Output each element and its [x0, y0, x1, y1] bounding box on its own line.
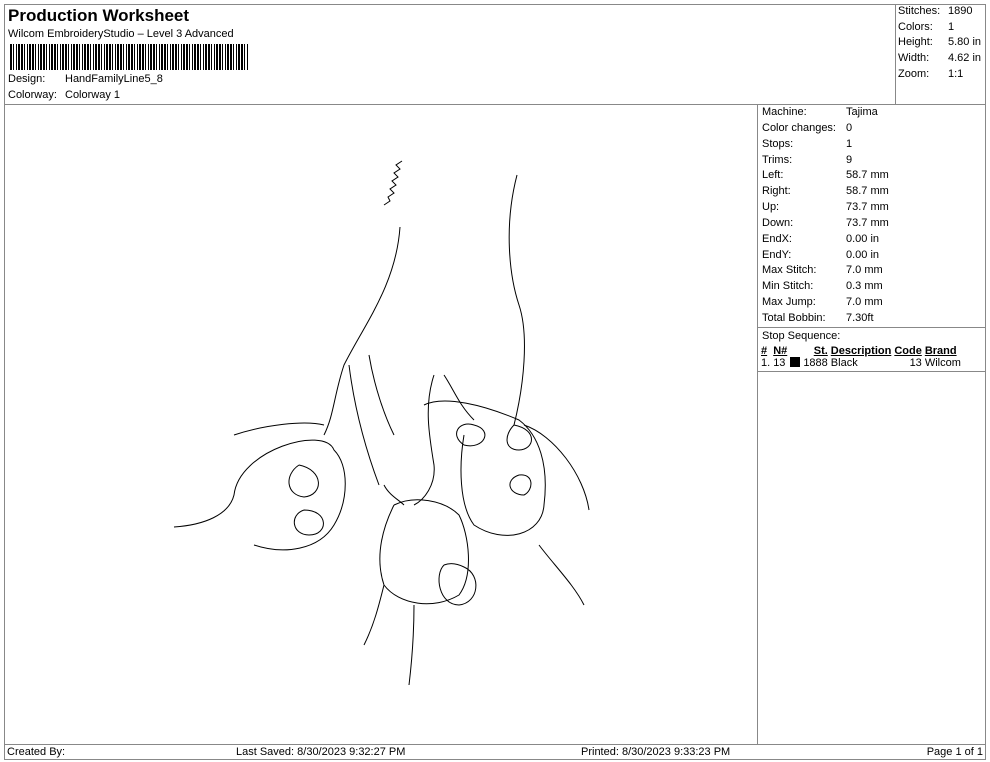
design-label: Design:	[8, 73, 46, 85]
stop-sequence: Stop Sequence: # N# St. Description Code…	[758, 326, 986, 372]
row-needle: 13	[773, 356, 786, 369]
detail-row: Max Jump: 7.0 mm	[758, 295, 986, 311]
detail-row: Min Stitch: 0.3 mm	[758, 279, 986, 295]
detail-label: Stops:	[762, 137, 794, 150]
created-by: Created By:	[7, 746, 66, 758]
stat-row: Colors: 1	[896, 20, 986, 36]
table-row: 1. 13 1888 Black 13 Wilcom	[761, 356, 964, 369]
detail-label: Total Bobbin:	[762, 311, 826, 324]
detail-label: Max Stitch:	[762, 264, 817, 277]
detail-row: Total Bobbin: 7.30ft	[758, 311, 986, 327]
stop-sequence-table: # N# St. Description Code Brand 1. 13 18…	[761, 345, 964, 369]
detail-label: Down:	[762, 216, 794, 229]
detail-label: Color changes:	[762, 121, 836, 134]
stat-row: Width: 4.62 in	[896, 51, 986, 67]
detail-row: Right: 58.7 mm	[758, 184, 986, 200]
design-preview	[4, 105, 758, 744]
colorway-label: Colorway:	[8, 89, 57, 101]
design-name: HandFamilyLine5_8	[65, 73, 163, 85]
detail-label: Trims:	[762, 153, 793, 166]
detail-row: Machine: Tajima	[758, 105, 986, 121]
detail-label: Max Jump:	[762, 296, 816, 309]
row-description: Black	[830, 356, 858, 369]
detail-label: Machine:	[762, 106, 807, 118]
colorway-name: Colorway 1	[65, 89, 121, 101]
row-num: 1.	[761, 356, 771, 369]
detail-value: 7.0 mm	[846, 296, 883, 309]
stat-row: Height: 5.80 in	[896, 35, 986, 51]
barcode	[10, 44, 248, 70]
footer: Created By: Last Saved: 8/30/2023 9:32:2…	[4, 744, 986, 760]
detail-label: Min Stitch:	[762, 280, 814, 293]
col-needle: N#	[773, 344, 788, 357]
color-swatch	[790, 356, 801, 367]
printed-date: Printed: 8/30/2023 9:33:23 PM	[581, 746, 731, 758]
page-title: Production Worksheet	[8, 6, 190, 25]
detail-value: 7.0 mm	[846, 264, 883, 277]
detail-value: 9	[846, 153, 853, 166]
col-num: #	[761, 344, 768, 357]
last-saved: Last Saved: 8/30/2023 9:32:27 PM	[236, 746, 406, 758]
detail-row: EndX: 0.00 in	[758, 232, 986, 248]
row-code: 13	[909, 356, 922, 369]
page-number: Page 1 of 1	[926, 746, 983, 758]
stats-box: Stitches: 1890 Colors: 1 Height: 5.80 in Wi…	[896, 4, 986, 105]
stat-value: 1	[948, 20, 955, 33]
stat-label: Height:	[898, 36, 933, 49]
detail-value: 58.7 mm	[846, 185, 889, 198]
detail-value: 0	[846, 121, 853, 134]
col-brand: Brand	[924, 344, 957, 357]
detail-row: Trims: 9	[758, 153, 986, 169]
table-header: # N# St. Description Code Brand	[761, 345, 964, 357]
worksheet-header: Production Worksheet Wilcom EmbroiderySt…	[4, 4, 896, 105]
stat-row: Zoom: 1:1	[896, 67, 986, 83]
worksheet-frame	[4, 4, 986, 760]
detail-value: 73.7 mm	[846, 201, 889, 214]
software-subtitle: Wilcom EmbroideryStudio – Level 3 Advanc…	[8, 28, 234, 40]
stat-label: Width:	[898, 52, 930, 65]
stat-value: 5.80 in	[948, 36, 982, 49]
stat-label: Colors:	[898, 20, 933, 33]
detail-label: EndX:	[762, 232, 792, 245]
detail-label: EndY:	[762, 248, 792, 261]
stat-label: Zoom:	[898, 67, 930, 80]
row-stitches: 1888	[803, 356, 828, 369]
detail-row: Stops: 1	[758, 137, 986, 153]
detail-value: 58.7 mm	[846, 169, 889, 182]
stat-row: Stitches: 1890	[896, 4, 986, 20]
detail-row: Left: 58.7 mm	[758, 168, 986, 184]
detail-value: 0.00 in	[846, 232, 880, 245]
detail-value: Tajima	[846, 106, 878, 118]
embroidery-design	[173, 160, 590, 686]
stop-sequence-label: Stop Sequence:	[762, 329, 841, 342]
detail-label: Right:	[762, 185, 791, 198]
stat-label: Stitches:	[898, 5, 941, 17]
stat-value: 1:1	[948, 67, 964, 80]
col-code: Code	[894, 344, 922, 357]
colorway-row: Colorway: Colorway 1	[8, 89, 120, 101]
detail-row: EndY: 0.00 in	[758, 248, 986, 264]
col-stitches: St.	[813, 344, 828, 357]
detail-value: 0.00 in	[846, 248, 880, 261]
detail-value: 7.30ft	[846, 311, 874, 324]
col-description: Description	[830, 344, 892, 357]
row-brand: Wilcom	[924, 356, 961, 369]
detail-value: 73.7 mm	[846, 216, 889, 229]
detail-row: Color changes: 0	[758, 121, 986, 137]
detail-row: Down: 73.7 mm	[758, 216, 986, 232]
stat-value: 1890	[948, 5, 973, 17]
detail-row: Up: 73.7 mm	[758, 200, 986, 216]
stat-value: 4.62 in	[948, 52, 982, 65]
design-row: Design: HandFamilyLine5_8	[8, 73, 163, 85]
detail-label: Up:	[762, 201, 780, 214]
detail-value: 1	[846, 137, 853, 150]
detail-value: 0.3 mm	[846, 280, 883, 293]
detail-label: Left:	[762, 169, 784, 182]
detail-row: Max Stitch: 7.0 mm	[758, 263, 986, 279]
